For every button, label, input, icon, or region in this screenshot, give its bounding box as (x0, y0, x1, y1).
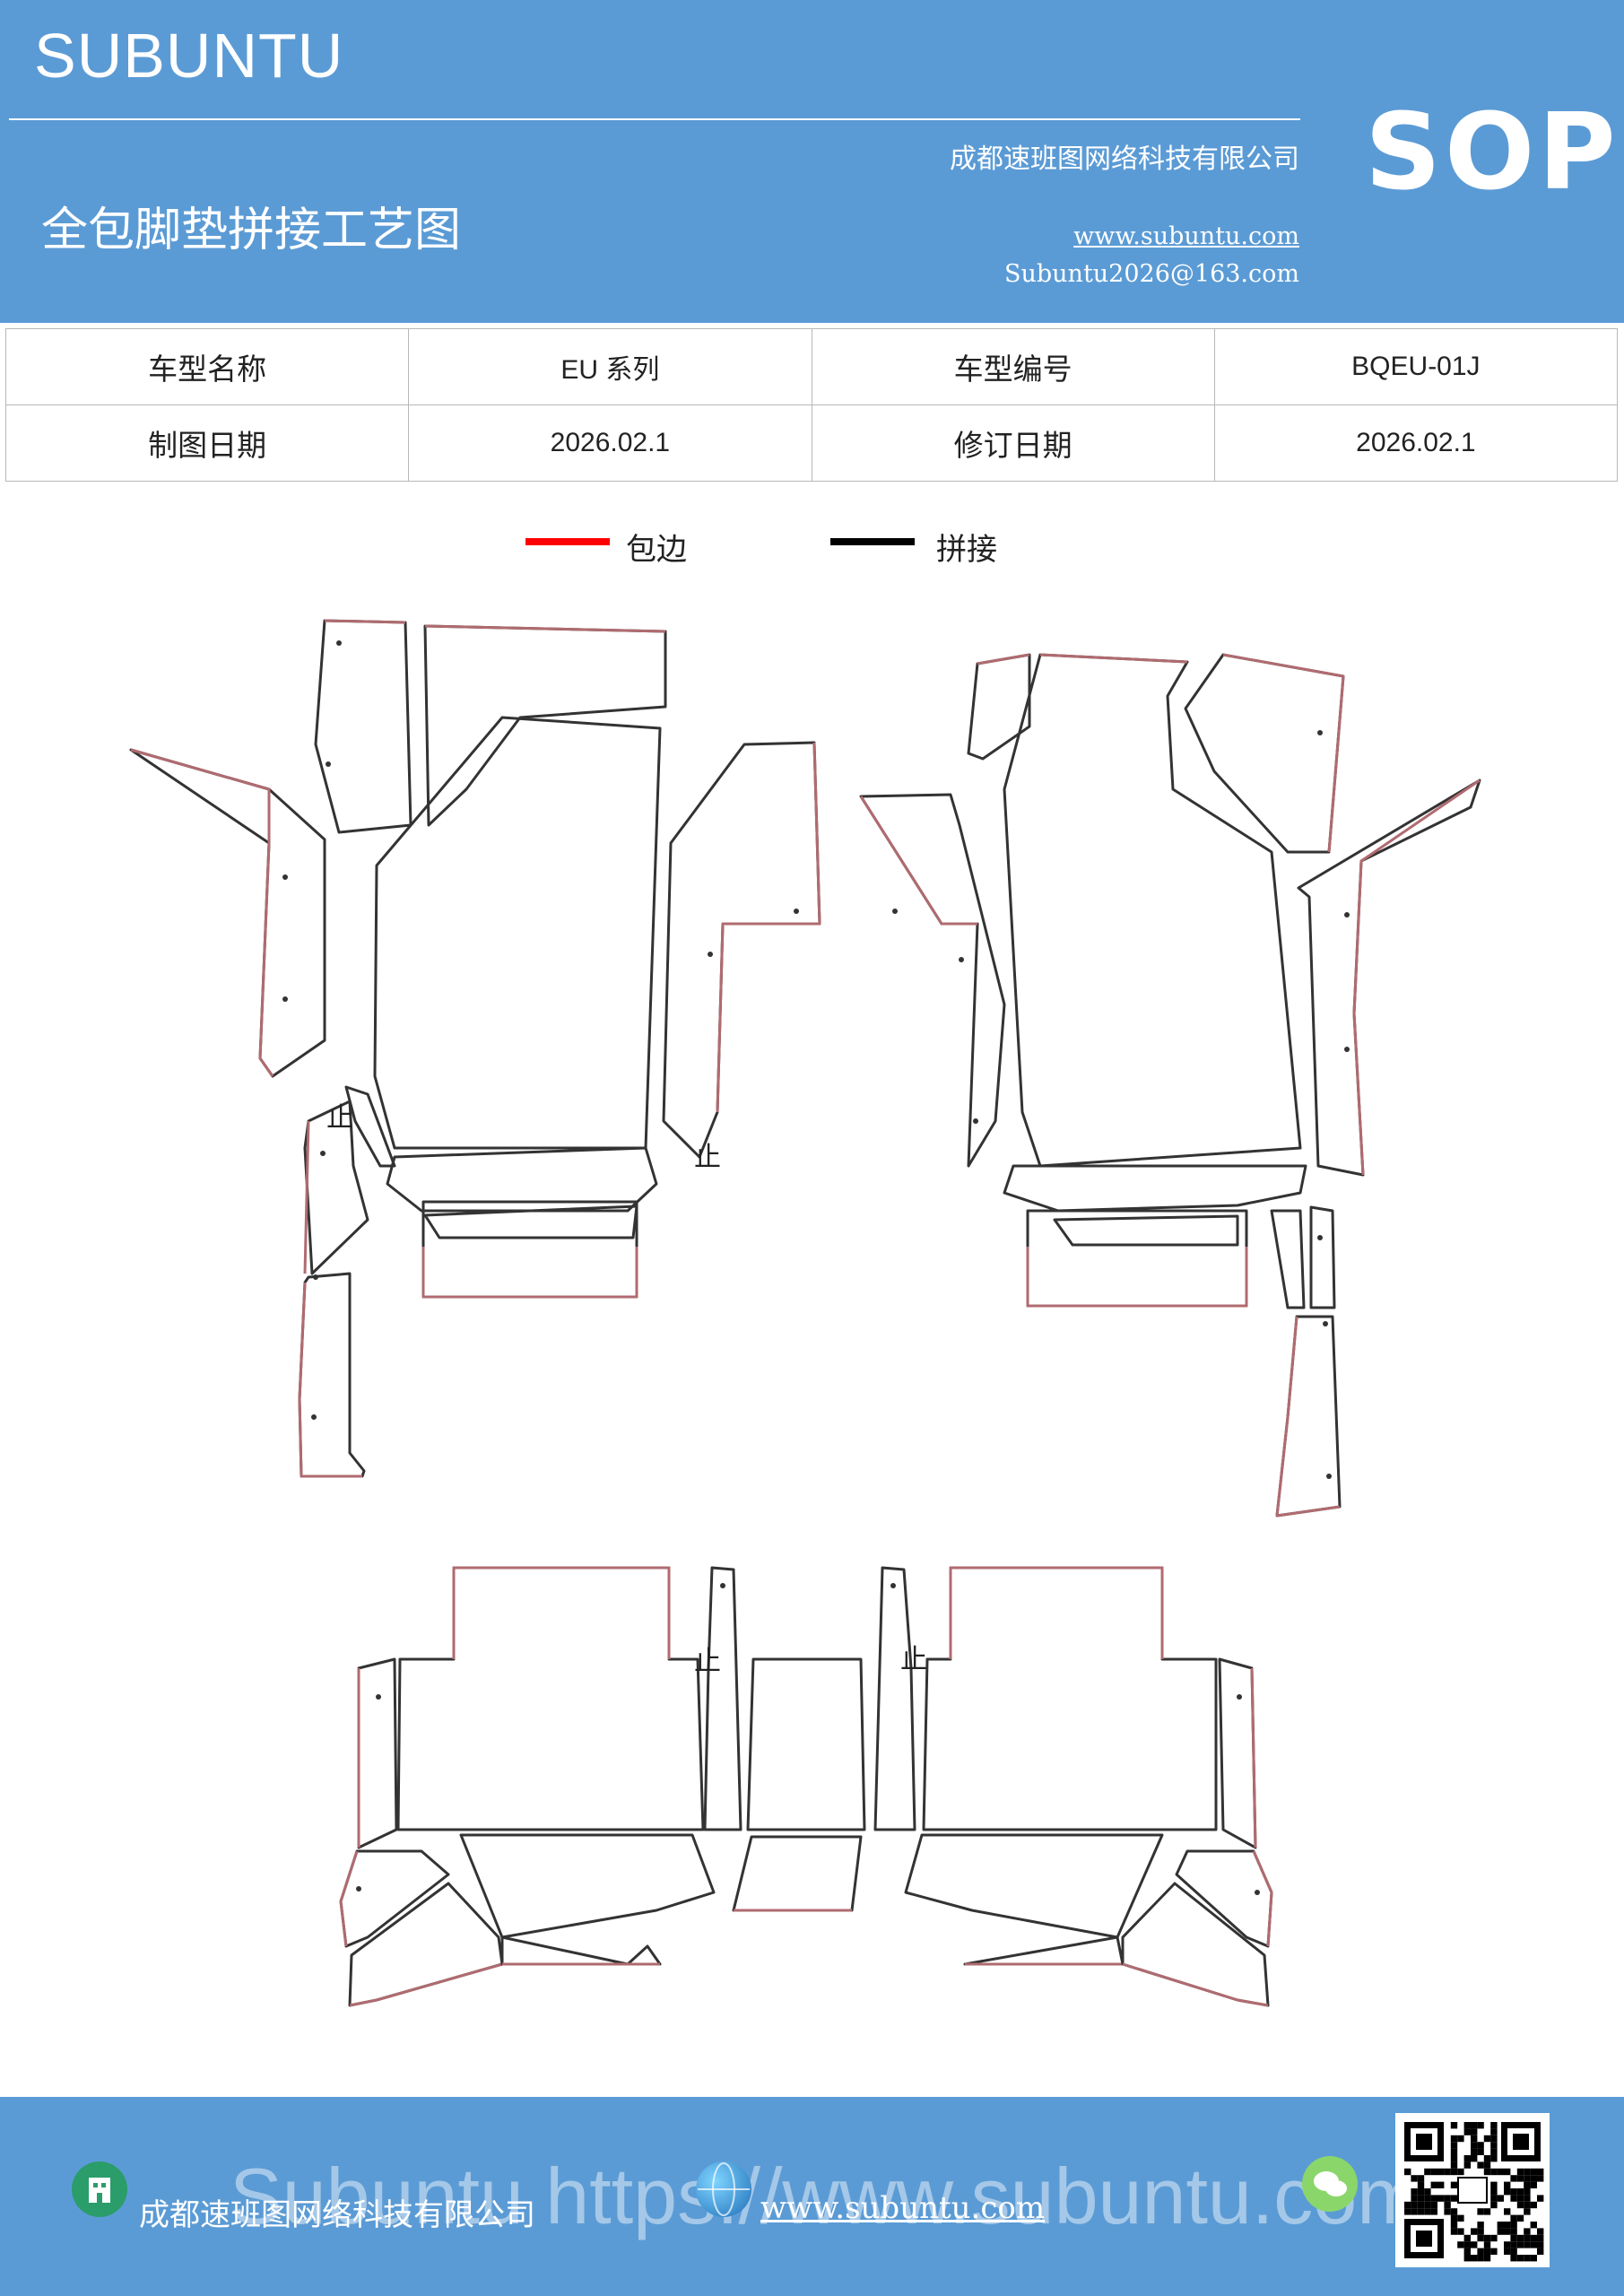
legend-swatch-binding (525, 538, 610, 545)
mat-piece (386, 1146, 658, 1213)
mat-piece (303, 1120, 310, 1274)
mat-piece (1184, 653, 1345, 854)
company-name: 成都速班图网络科技有限公司 (950, 144, 1299, 175)
footer-website-link[interactable]: www.subuntu.com (760, 2190, 1046, 2226)
mat-piece (396, 1566, 705, 1831)
mat-piece (746, 1657, 866, 1831)
mat-piece (349, 1962, 503, 2007)
floor-mat-diagram: 止 止 止 止 (129, 619, 1481, 2007)
legend-swatch-seam (830, 538, 915, 545)
mat-piece (1309, 1205, 1336, 1309)
header-divider (9, 118, 1300, 120)
mat-piece (963, 1935, 1125, 1966)
rear-pieces (339, 1566, 1273, 2007)
mat-piece (1250, 1667, 1257, 1848)
header-banner: SUBUNTU SOP 成都速班图网络科技有限公司 全包脚垫拼接工艺图 www.… (0, 0, 1624, 323)
mat-piece (873, 1566, 916, 1831)
mat-piece (500, 1935, 662, 1966)
mat-piece (1352, 778, 1481, 1176)
sop-badge: SOP (1365, 90, 1620, 213)
globe-icon (696, 2161, 751, 2217)
mat-piece (949, 1566, 1164, 1659)
mat-piece (703, 1566, 743, 1831)
mat-piece (129, 748, 326, 1078)
footer-banner: Subuntu https://www.subuntu.com 成都速班图网络科… (0, 2097, 1624, 2296)
value-drawing-date: 2026.02.1 (408, 404, 812, 482)
model-info-table: 车型名称 EU 系列 车型编号 BQEU-01J 制图日期 2026.02.1 … (4, 328, 1619, 482)
website-link[interactable]: www.subuntu.com (1073, 222, 1299, 250)
mat-piece (339, 1850, 359, 1947)
mat-piece (1297, 778, 1481, 1177)
label-model-name: 车型名称 (4, 328, 410, 405)
mat-piece (859, 793, 1006, 1168)
mat-piece (424, 624, 666, 633)
stop-marks: 止 止 止 止 (326, 1102, 927, 1677)
mat-piece (1122, 1962, 1269, 2007)
table-row: 制图日期 2026.02.1 修订日期 2026.02.1 (4, 404, 1619, 482)
label-revision-date: 修订日期 (811, 404, 1215, 482)
mat-piece (732, 1835, 863, 1912)
value-model-code: BQEU-01J (1213, 328, 1619, 405)
mat-piece (421, 1200, 638, 1299)
legend-label-seam: 拼接 (936, 532, 997, 568)
label-drawing-date: 制图日期 (4, 404, 410, 482)
mat-piece (1053, 1214, 1239, 1247)
mat-piece (716, 742, 821, 1113)
mat-piece (459, 1833, 716, 1939)
mat-piece (662, 741, 821, 1159)
mat-piece (1252, 1850, 1273, 1947)
value-revision-date: 2026.02.1 (1213, 404, 1619, 482)
mat-piece (344, 1085, 396, 1168)
mat-piece (298, 1272, 366, 1478)
email-address: Subuntu2026@163.com (1004, 260, 1299, 288)
mat-piece (1222, 653, 1345, 853)
legend: 包边 拼接 (0, 525, 1624, 578)
mat-piece (314, 619, 413, 834)
mat-piece (967, 653, 1031, 761)
building-icon (72, 2161, 127, 2217)
footer-company-name: 成都速班图网络科技有限公司 (139, 2197, 535, 2233)
mat-piece (130, 748, 274, 1077)
mat-piece (1275, 1316, 1341, 1518)
mat-piece (922, 1566, 1218, 1831)
document-title: 全包脚垫拼接工艺图 (41, 204, 462, 257)
mat-piece (904, 1833, 1164, 1939)
legend-label-binding: 包边 (626, 532, 687, 568)
table-row: 车型名称 EU 系列 车型编号 BQEU-01J (4, 328, 1619, 405)
stop-mark: 止 (694, 1142, 721, 1173)
mat-piece (1026, 1209, 1248, 1308)
mat-piece (1218, 1657, 1257, 1849)
mat-piece (423, 1205, 638, 1239)
mat-piece (859, 796, 977, 926)
mat-piece (298, 1282, 362, 1478)
mat-piece (1003, 653, 1302, 1168)
qr-code (1395, 2113, 1550, 2267)
stop-mark: 止 (900, 1644, 927, 1675)
front-left-pieces (129, 619, 821, 1478)
mat-piece (1270, 1209, 1306, 1309)
mat-piece (1275, 1315, 1342, 1518)
mat-piece (339, 1849, 450, 1948)
mat-piece (373, 716, 662, 1150)
wechat-icon (1302, 2156, 1358, 2212)
mat-piece (977, 653, 1030, 665)
front-right-pieces (859, 653, 1481, 1518)
mat-piece (452, 1566, 671, 1659)
mat-piece (421, 1247, 638, 1299)
stop-mark: 止 (694, 1646, 721, 1677)
mat-piece (324, 619, 406, 624)
value-model-name: EU 系列 (408, 328, 812, 405)
mat-piece (357, 1657, 398, 1849)
mat-piece (1039, 653, 1188, 664)
brand-name: SUBUNTU (34, 21, 344, 91)
mat-piece (1026, 1247, 1248, 1308)
watermark: Subuntu https://www.subuntu.com (230, 2152, 1423, 2240)
stop-mark: 止 (326, 1102, 353, 1134)
mat-piece (1175, 1849, 1273, 1948)
mounting-holes (282, 640, 1350, 1895)
mat-piece (1003, 1164, 1307, 1213)
label-model-code: 车型编号 (811, 328, 1215, 405)
